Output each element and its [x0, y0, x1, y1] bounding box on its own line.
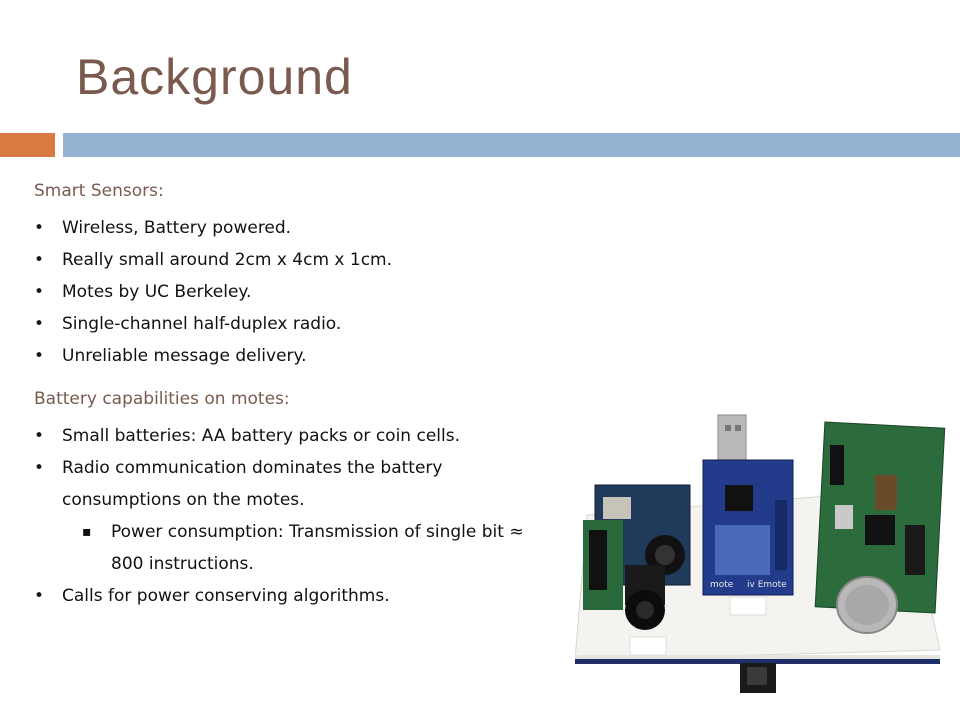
board-label-emote: iv Emote	[747, 580, 787, 590]
sub-bullet-item: Power consumption: Transmission of singl…	[34, 516, 531, 580]
bullet-list-smart-sensors: Wireless, Battery powered. Really small …	[34, 212, 574, 372]
bullet-item: Unreliable message delivery.	[34, 340, 574, 372]
accent-bar-blue	[63, 133, 960, 157]
bullet-item: Small batteries: AA battery packs or coi…	[34, 420, 574, 452]
bullet-item: Motes by UC Berkeley.	[34, 276, 574, 308]
bullet-item: Radio communication dominates the batter…	[34, 452, 532, 516]
bullet-item: Single-channel half-duplex radio.	[34, 308, 574, 340]
section-heading-smart-sensors: Smart Sensors:	[34, 181, 164, 201]
accent-bar-orange	[0, 133, 55, 157]
slide-title: Background	[76, 49, 353, 105]
bullet-item: Wireless, Battery powered.	[34, 212, 574, 244]
board-label-mote: mote	[710, 580, 734, 590]
sensor-motes-photo: mote iv Emote	[574, 405, 960, 720]
slide-content: Smart Sensors: Wireless, Battery powered…	[34, 178, 574, 612]
bullet-list-battery: Small batteries: AA battery packs or coi…	[34, 420, 574, 612]
bullet-item: Calls for power conserving algorithms.	[34, 580, 574, 612]
section-heading-battery: Battery capabilities on motes:	[34, 389, 290, 409]
bullet-item: Really small around 2cm x 4cm x 1cm.	[34, 244, 574, 276]
motes-illustration: mote iv Emote	[574, 414, 946, 693]
